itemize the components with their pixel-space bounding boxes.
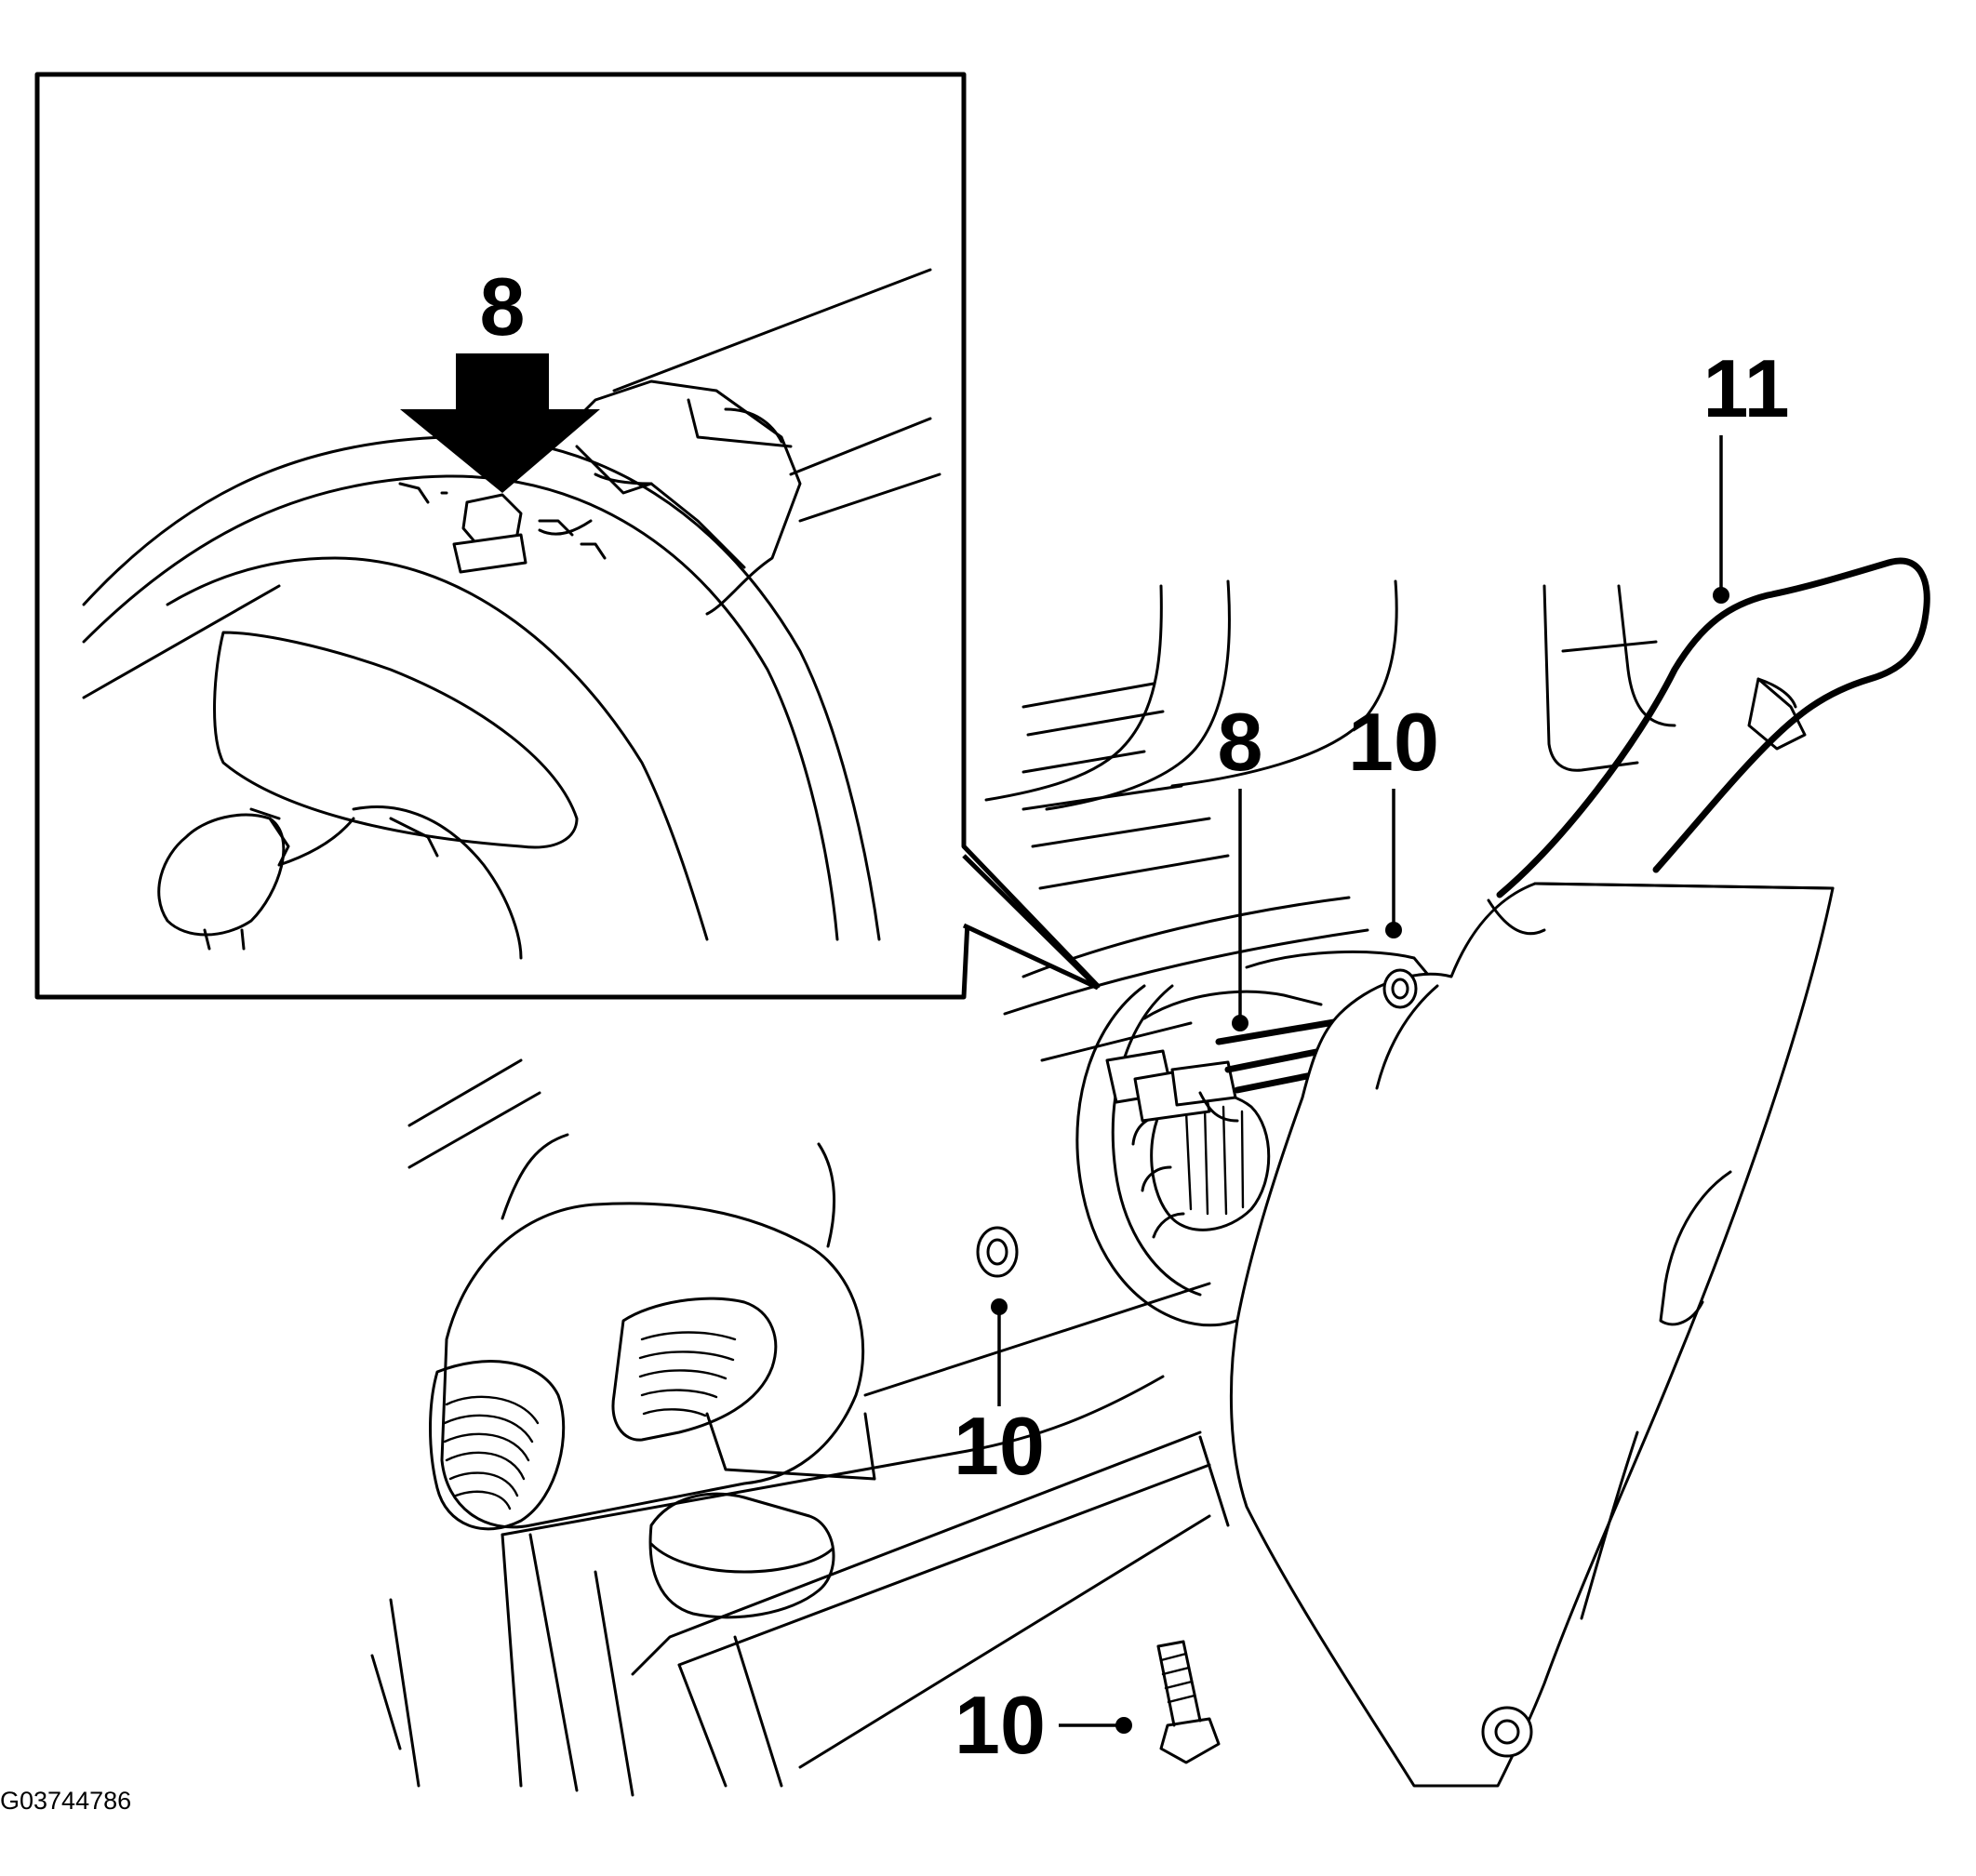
dashboard-contours (407, 579, 1676, 1169)
callout-11: 11 (1702, 342, 1789, 434)
callout-10-lower: 10 (955, 1679, 1046, 1771)
leader-11-dot (1713, 587, 1729, 604)
figure-id: G03744786 (0, 1787, 131, 1815)
column-shroud (1229, 882, 1835, 1788)
bolt-10 (1156, 1640, 1221, 1764)
inset-arrow-down (400, 353, 600, 493)
leader-8-dot (1232, 1015, 1248, 1031)
detail-inset: 8 (34, 72, 1101, 1000)
leader-10-lower-dot (1115, 1717, 1132, 1734)
leader-10-middle-dot (991, 1298, 1008, 1315)
connector-8-main (1105, 1018, 1343, 1123)
column-shaft (370, 1282, 1230, 1797)
callouts: 8 10 10 10 11 (954, 342, 1789, 1771)
leader-10-upper-dot (1385, 922, 1402, 938)
callout-10-middle: 10 (954, 1400, 1045, 1492)
inset-linework (82, 268, 941, 960)
left-stalk (429, 1133, 876, 1531)
inset-callout-8: 8 (480, 260, 526, 353)
main-illustration (370, 557, 1930, 1797)
mounting-holes (976, 968, 1418, 1278)
right-stalk-11 (1487, 557, 1930, 936)
callout-10-upper: 10 (1348, 696, 1439, 788)
callout-8: 8 (1218, 696, 1263, 788)
